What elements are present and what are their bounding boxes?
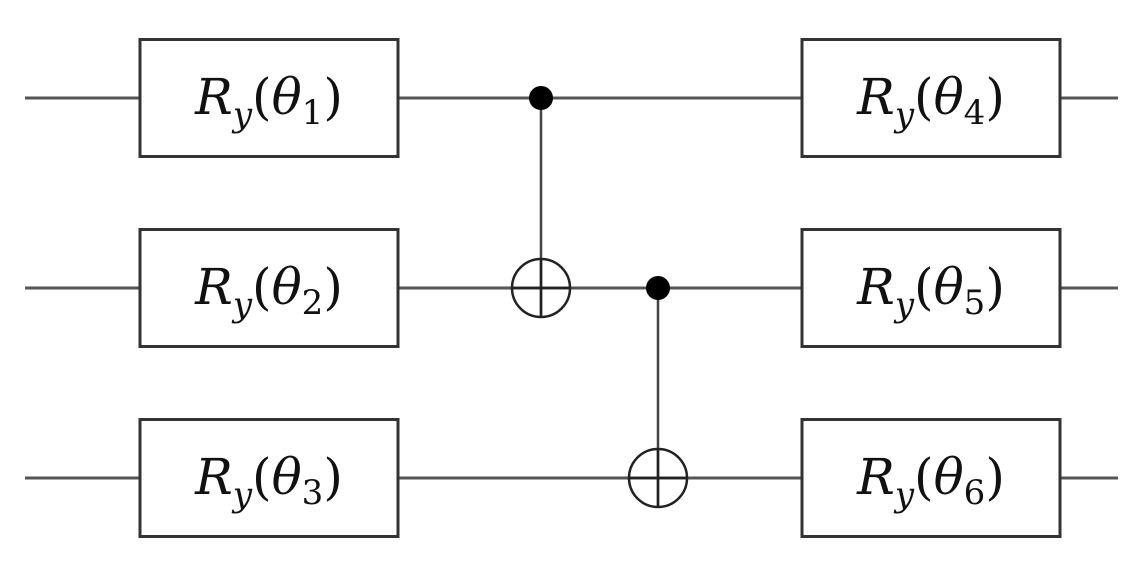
gate-box	[138, 418, 400, 538]
gate-box	[800, 228, 1062, 348]
gate-label: Ry(θ5)	[856, 258, 1005, 325]
gate-label: Ry(θ6)	[856, 448, 1005, 515]
rotation-gate-1: Ry(θ1)	[138, 38, 400, 158]
gate-box	[138, 38, 400, 158]
target-xor-icon	[510, 257, 572, 319]
rotation-gate-4: Ry(θ4)	[800, 38, 1062, 158]
rotation-gate-5: Ry(θ5)	[800, 228, 1062, 348]
rotation-gate-3: Ry(θ3)	[138, 418, 400, 538]
gate-box	[800, 418, 1062, 538]
cnot-gate-2	[627, 276, 689, 509]
gate-label: Ry(θ2)	[194, 258, 343, 325]
rotation-gate-6: Ry(θ6)	[800, 418, 1062, 538]
control-dot	[646, 276, 670, 300]
rotation-gate-2: Ry(θ2)	[138, 228, 400, 348]
target-xor-icon	[627, 447, 689, 509]
control-dot	[529, 86, 553, 110]
gate-label: Ry(θ1)	[194, 68, 343, 135]
gate-label: Ry(θ4)	[856, 68, 1005, 135]
gate-label: Ry(θ3)	[194, 448, 343, 515]
gate-box	[138, 228, 400, 348]
gate-box	[800, 38, 1062, 158]
cnot-gate-1	[510, 86, 572, 319]
